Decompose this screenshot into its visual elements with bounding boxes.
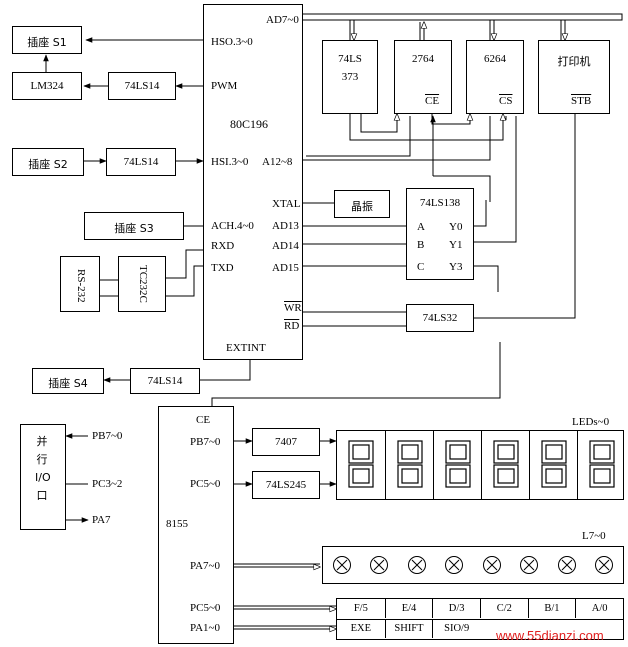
chip-74ls245: 74LS245 bbox=[252, 471, 320, 499]
lamp-indicator bbox=[557, 555, 577, 575]
crystal: 晶振 bbox=[334, 190, 390, 218]
pio-pc-label: PC5~0 bbox=[190, 478, 221, 490]
chip-rs232: RS-232 bbox=[60, 256, 100, 312]
chip-74ls138: 74LS138 A Y0 B Y1 C Y3 bbox=[406, 188, 474, 280]
chip-7407: 7407 bbox=[252, 428, 320, 456]
pio-pa-label: PA7~0 bbox=[190, 560, 221, 572]
cpu-ad13-label: AD13 bbox=[272, 220, 299, 232]
lamp-indicator bbox=[482, 555, 502, 575]
led-digit bbox=[385, 431, 433, 499]
io-pc-label: PC3~2 bbox=[92, 478, 123, 490]
cpu-hsi-label: HSI.3~0 bbox=[211, 156, 249, 168]
cpu-pwm-label: PWM bbox=[211, 80, 238, 92]
led-digit bbox=[433, 431, 481, 499]
chip-74ls32: 74LS32 bbox=[406, 304, 474, 332]
keypad-key: EXE bbox=[350, 623, 372, 634]
io-pb-label: PB7~0 bbox=[92, 430, 123, 442]
keypad-key: F/5 bbox=[353, 603, 368, 614]
cpu-hso-label: HSO.3~0 bbox=[211, 36, 253, 48]
chip-tc232c: TC232C bbox=[118, 256, 166, 312]
lamp-indicator bbox=[594, 555, 614, 575]
led-digit bbox=[481, 431, 529, 499]
chip-8155 bbox=[158, 406, 234, 644]
keypad-key: SHIFT bbox=[384, 619, 433, 638]
cpu-ad14-label: AD14 bbox=[272, 240, 299, 252]
keypad-key: E/4 bbox=[384, 599, 433, 618]
keypad-key: A/0 bbox=[575, 599, 623, 618]
cpu-ad15-label: AD15 bbox=[272, 262, 299, 274]
cpu-ad-bus-label: AD7~0 bbox=[266, 14, 299, 26]
lamp-indicator bbox=[519, 555, 539, 575]
cpu-ach-label: ACH.4~0 bbox=[211, 220, 254, 232]
keypad-key: B/1 bbox=[527, 599, 576, 618]
chip-74ls14-pwm: 74LS14 bbox=[108, 72, 176, 100]
lamp-label: L7~0 bbox=[582, 530, 606, 542]
socket-s4: 插座 S4 bbox=[32, 368, 104, 394]
led-digit bbox=[529, 431, 577, 499]
cpu-a12-label: A12~8 bbox=[262, 156, 293, 168]
pio-pa1-label: PA1~0 bbox=[190, 622, 221, 634]
pio-pb-label: PB7~0 bbox=[190, 436, 221, 448]
led-label: LEDs~0 bbox=[572, 416, 610, 428]
printer: 打印机 STB bbox=[538, 40, 610, 114]
socket-s1: 插座 S1 bbox=[12, 26, 82, 54]
led-digit bbox=[337, 431, 385, 499]
chip-74ls14-extint: 74LS14 bbox=[130, 368, 200, 394]
chip-lm324: LM324 bbox=[12, 72, 82, 100]
io-pa-label: PA7 bbox=[92, 514, 111, 526]
led-digit bbox=[577, 431, 625, 499]
keypad-key: D/3 bbox=[432, 599, 480, 618]
pio-ce-label: CE bbox=[196, 414, 211, 426]
cpu-xtal-label: XTAL bbox=[272, 198, 301, 210]
pio-pc5b-label: PC5~0 bbox=[190, 602, 221, 614]
lamp-indicator bbox=[444, 555, 464, 575]
parallel-io: 并行I/O口 bbox=[20, 424, 66, 530]
socket-s2: 插座 S2 bbox=[12, 148, 84, 176]
chip-74ls14-hsi: 74LS14 bbox=[106, 148, 176, 176]
lamp-indicator bbox=[407, 555, 427, 575]
cpu-wr-label: WR bbox=[284, 302, 302, 314]
socket-s3: 插座 S3 bbox=[84, 212, 184, 240]
lamp-indicator bbox=[332, 555, 352, 575]
chip-74ls373: 74LS 373 bbox=[322, 40, 378, 114]
led-display bbox=[336, 430, 624, 500]
watermark: www.55dianzi.com bbox=[496, 628, 604, 643]
cpu-txd-label: TXD bbox=[211, 262, 234, 274]
cpu-extint-label: EXTINT bbox=[226, 342, 266, 354]
cpu-rd-label: RD bbox=[284, 320, 300, 332]
data-bus bbox=[287, 13, 623, 21]
chip-2764: 2764 CE bbox=[394, 40, 452, 114]
cpu-rxd-label: RXD bbox=[211, 240, 235, 252]
cpu-80c196 bbox=[203, 4, 303, 360]
cpu-name: 80C196 bbox=[230, 117, 269, 131]
keypad-key: SIO/9 bbox=[432, 619, 480, 638]
lamp-indicator bbox=[369, 555, 389, 575]
pio-name: 8155 bbox=[166, 518, 188, 530]
keypad-key: C/2 bbox=[480, 599, 528, 618]
chip-6264: 6264 CS bbox=[466, 40, 524, 114]
lamp-row bbox=[322, 546, 624, 584]
